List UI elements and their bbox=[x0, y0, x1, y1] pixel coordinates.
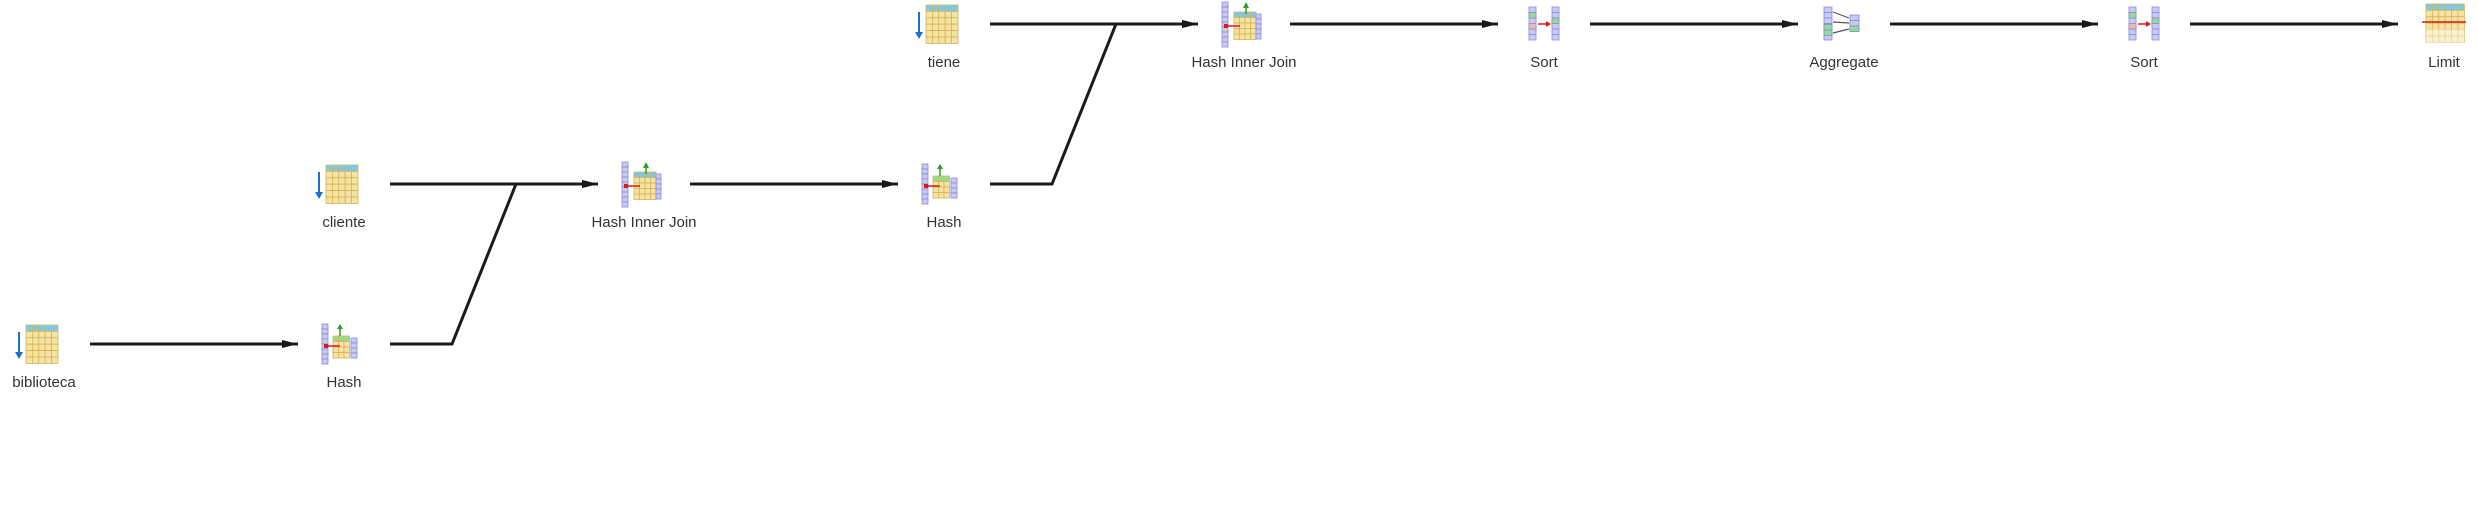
edge-hash2-to-join2 bbox=[990, 20, 1198, 186]
sort-icon[interactable] bbox=[1528, 6, 1560, 41]
hash-icon[interactable] bbox=[921, 163, 958, 205]
node-label-hash1: Hash bbox=[326, 374, 362, 391]
node-label-tiene: tiene bbox=[927, 54, 961, 71]
node-label-limit: Limit bbox=[2428, 54, 2460, 71]
table-scan-icon[interactable] bbox=[15, 324, 59, 364]
node-label-cliente: cliente bbox=[322, 214, 366, 231]
hash-join-icon[interactable] bbox=[621, 161, 662, 208]
edge-hash1-to-join1 bbox=[390, 180, 598, 346]
table-scan-icon[interactable] bbox=[315, 164, 359, 204]
sort-icon[interactable] bbox=[2128, 6, 2160, 41]
node-label-sort1: Sort bbox=[1530, 54, 1558, 71]
node-label-biblioteca: biblioteca bbox=[12, 374, 76, 391]
node-label-hash2: Hash bbox=[926, 214, 962, 231]
table-scan-icon[interactable] bbox=[915, 4, 959, 44]
limit-icon[interactable] bbox=[2422, 3, 2466, 43]
aggregate-icon[interactable] bbox=[1823, 6, 1860, 41]
edges-layer bbox=[90, 20, 2398, 348]
hash-icon[interactable] bbox=[321, 323, 358, 365]
node-label-aggregate: Aggregate bbox=[1809, 54, 1879, 71]
node-label-sort2: Sort bbox=[2130, 54, 2158, 71]
node-label-join2: Hash Inner Join bbox=[1191, 54, 1297, 71]
hash-join-icon[interactable] bbox=[1221, 1, 1262, 48]
icons-layer bbox=[15, 1, 2466, 365]
node-label-join1: Hash Inner Join bbox=[591, 214, 697, 231]
